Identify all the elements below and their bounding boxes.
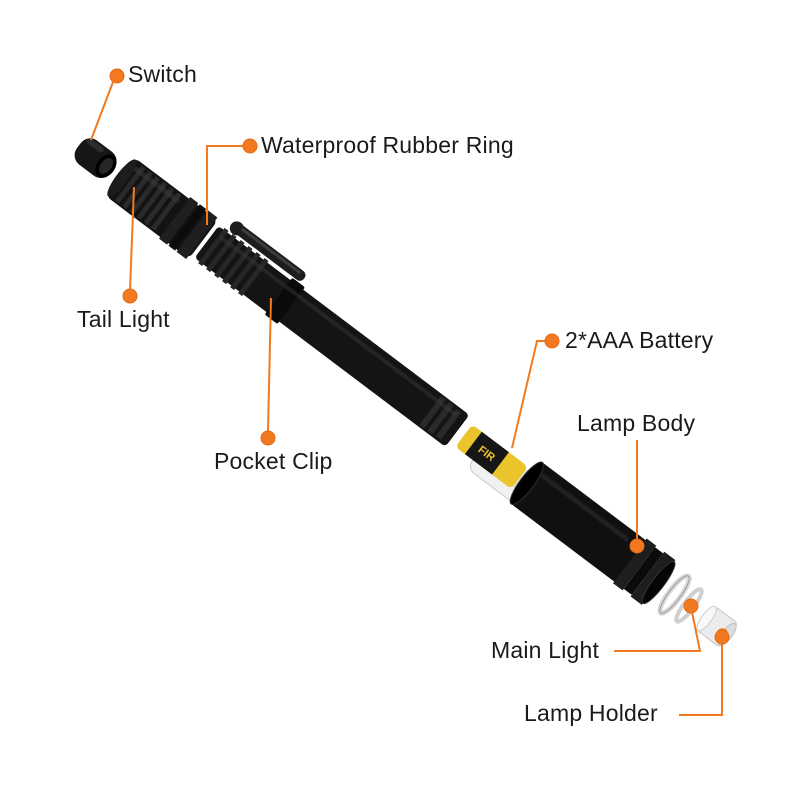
leader-line-waterproof-ring	[206, 145, 247, 225]
dot-main-light	[683, 598, 699, 614]
leader-line-battery	[511, 340, 549, 449]
body-tube-part	[196, 227, 468, 446]
label-switch: Switch	[128, 61, 197, 87]
leader-dots	[109, 68, 730, 645]
label-battery: 2*AAA Battery	[565, 327, 714, 353]
label-tail-light: Tail Light	[77, 306, 170, 332]
lamp-body-part	[509, 461, 676, 605]
switch-cap-part	[74, 138, 117, 179]
flashlight: FIR	[74, 138, 737, 647]
leader-line-switch	[90, 81, 114, 141]
dot-lamp-holder	[714, 629, 730, 645]
dot-switch	[109, 68, 125, 84]
tail-cap-part	[107, 159, 218, 260]
leader-line-main-light	[614, 611, 702, 652]
label-pocket-clip: Pocket Clip	[214, 448, 333, 474]
leader-lines	[90, 81, 723, 716]
dot-lamp-body	[629, 538, 645, 554]
dot-waterproof-ring	[242, 138, 258, 154]
label-lamp-body: Lamp Body	[577, 410, 696, 436]
label-main-light: Main Light	[491, 637, 600, 663]
dot-pocket-clip	[260, 430, 276, 446]
label-lamp-holder: Lamp Holder	[524, 700, 658, 726]
label-waterproof-ring: Waterproof Rubber Ring	[261, 132, 514, 158]
pocket-clip-part	[229, 221, 306, 281]
leader-line-lamp-holder	[679, 643, 723, 716]
dot-tail-light	[122, 288, 138, 304]
dot-battery	[544, 333, 560, 349]
leader-line-pocket-clip	[267, 297, 272, 432]
leader-line-tail-light	[129, 186, 135, 291]
